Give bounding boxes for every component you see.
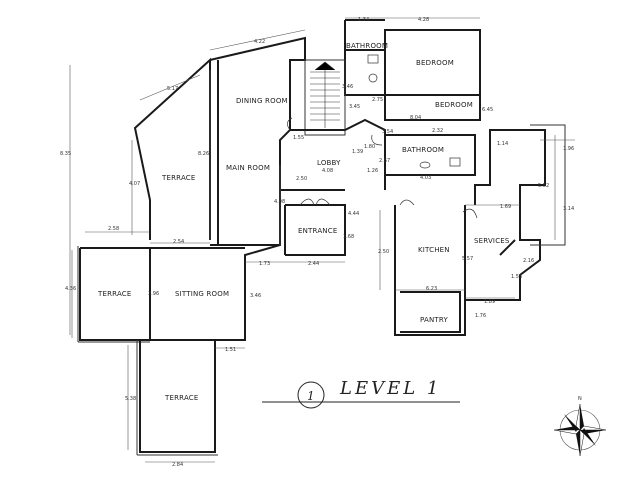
dim-label: 5.38 — [125, 396, 136, 402]
dim-label: 4.07 — [129, 181, 140, 187]
dim-label: 3.14 — [563, 206, 574, 212]
label-entrance: ENTRANCE — [298, 227, 337, 235]
dim-label: 4.44 — [348, 211, 359, 217]
label-sitting-room: SITTING ROOM — [175, 290, 229, 298]
label-bathroom-top: BATHROOM — [346, 42, 388, 50]
label-terrace-west: TERRACE — [97, 290, 132, 298]
label-terrace-bottom: TERRACE — [164, 394, 199, 402]
dim-label: 2.32 — [432, 128, 443, 134]
compass-north-label: N — [578, 396, 582, 402]
dim-label: 1.26 — [367, 168, 378, 174]
label-main-room: MAIN ROOM — [226, 164, 270, 172]
dim-label: 6.23 — [426, 286, 437, 292]
dim-label: 2.54 — [173, 239, 184, 245]
dim-label: 8.26 — [198, 151, 209, 157]
dim-label: 1.68 — [343, 234, 354, 240]
dim-label: 4.08 — [274, 199, 285, 205]
dim-label: 4.08 — [322, 168, 333, 174]
dimension-lines — [69, 17, 575, 463]
dim-label: 2.84 — [172, 462, 183, 468]
compass-rose-icon: N — [553, 396, 607, 457]
dim-label: 1.76 — [475, 313, 486, 319]
dim-label: 4.22 — [254, 39, 265, 45]
dim-label: 2.75 — [372, 97, 383, 103]
label-terrace-left: TERRACE — [161, 174, 196, 182]
level-number: 1 — [307, 389, 315, 403]
dim-label: 2.50 — [296, 176, 307, 182]
dim-label: 1.80 — [364, 144, 375, 150]
dim-label: 2.50 — [378, 249, 389, 255]
label-bedroom-1: BEDROOM — [416, 59, 454, 67]
dim-label: 6.45 — [482, 107, 493, 113]
dim-label: 8.04 — [410, 115, 421, 121]
dim-label: 2.44 — [308, 261, 319, 267]
dim-label: 1.53 — [511, 274, 522, 280]
label-services: SERVICES — [474, 237, 510, 245]
dim-label: 3.45 — [349, 104, 360, 110]
label-lobby: LOBBY — [317, 159, 341, 167]
level-title-text: LEVEL 1 — [339, 378, 441, 399]
walls — [77, 19, 566, 456]
fixtures — [287, 54, 478, 219]
dim-label: 2.16 — [523, 258, 534, 264]
label-bedroom-2: BEDROOM — [435, 101, 473, 109]
dim-label: 5.57 — [462, 256, 473, 262]
dim-label: 4.03 — [420, 175, 431, 181]
dim-label: 4.28 — [418, 17, 429, 23]
staircase — [310, 61, 340, 128]
dim-label: 4.36 — [65, 286, 76, 292]
dim-label: 1.51 — [225, 347, 236, 353]
dim-label: 2.67 — [379, 158, 390, 164]
dim-label: 3.96 — [148, 291, 159, 297]
dim-label: 1.39 — [352, 149, 363, 155]
label-dining-room: DINING ROOM — [236, 97, 288, 105]
label-bathroom-mid: BATHROOM — [402, 146, 444, 154]
room-labels: BATHROOM BEDROOM BEDROOM DINING ROOM MAI… — [97, 42, 510, 402]
level-number-circle — [297, 381, 325, 409]
dim-label: 1.14 — [497, 141, 508, 147]
dim-label: 3.46 — [250, 293, 261, 299]
dim-label: 1.96 — [563, 146, 574, 152]
dim-label: 1.89 — [484, 299, 495, 305]
dim-label: 3.46 — [342, 84, 353, 90]
label-kitchen: KITCHEN — [418, 246, 450, 254]
dimension-labels: 1.34 4.28 4.22 5.17 8.26 8.35 4.07 2.58 … — [60, 17, 574, 468]
dim-label: 2.58 — [108, 226, 119, 232]
dim-label: 3.54 — [382, 129, 393, 135]
dim-label: 5.52 — [538, 183, 549, 189]
dim-label: 1.69 — [500, 204, 511, 210]
dim-label: 5.17 — [167, 86, 178, 92]
dim-label: 1.55 — [293, 135, 304, 141]
dim-label: 8.35 — [60, 151, 71, 157]
label-pantry: PANTRY — [420, 316, 448, 324]
dim-label: 1.73 — [259, 261, 270, 267]
level-title: 1 LEVEL 1 — [262, 378, 460, 409]
dim-label: 1.34 — [358, 17, 369, 23]
